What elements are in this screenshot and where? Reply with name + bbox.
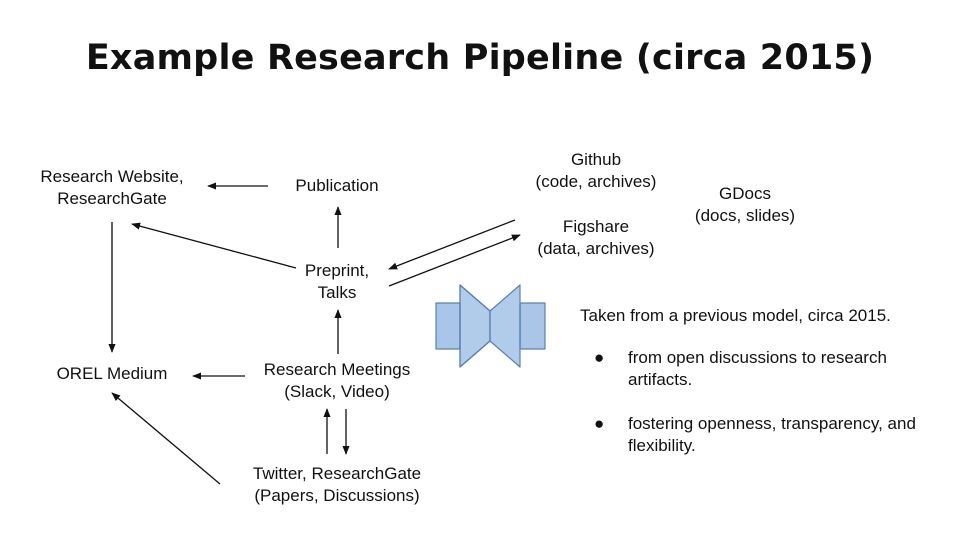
bullet-icon: ● <box>594 414 605 433</box>
bullet-icon: ● <box>594 348 605 367</box>
notes-intro: Taken from a previous model, circa 2015. <box>580 306 891 325</box>
node-research-meetings: Research Meetings (Slack, Video) <box>263 360 411 401</box>
arrow-preprint-to-website <box>131 222 297 269</box>
node-github: Github (code, archives) <box>535 150 657 191</box>
node-twitter-researchgate: Twitter, ResearchGate (Papers, Discussio… <box>252 464 422 505</box>
node-gdocs: GDocs (docs, slides) <box>694 184 796 225</box>
page-title: Example Research Pipeline (circa 2015) <box>85 38 875 78</box>
arrow-preprint-to-figshare <box>388 234 521 287</box>
notes-panel: Taken from a previous model, circa 2015.… <box>580 305 950 479</box>
arrow-figshare-to-preprint <box>388 219 516 270</box>
list-item: ● from open discussions to research arti… <box>594 348 887 389</box>
node-publication: Publication <box>295 176 379 195</box>
node-research-website: Research Website, ResearchGate <box>40 167 184 208</box>
notes-list: ● from open discussions to research arti… <box>580 347 950 457</box>
node-orel-medium: OREL Medium <box>56 364 168 383</box>
arrow-twitter-to-orel <box>111 392 221 485</box>
node-figshare: Figshare (data, archives) <box>537 217 655 258</box>
bowtie-icon <box>435 284 546 368</box>
node-preprint: Preprint, Talks <box>304 261 370 302</box>
list-item: ● fostering openness, transparency, and … <box>594 414 916 455</box>
